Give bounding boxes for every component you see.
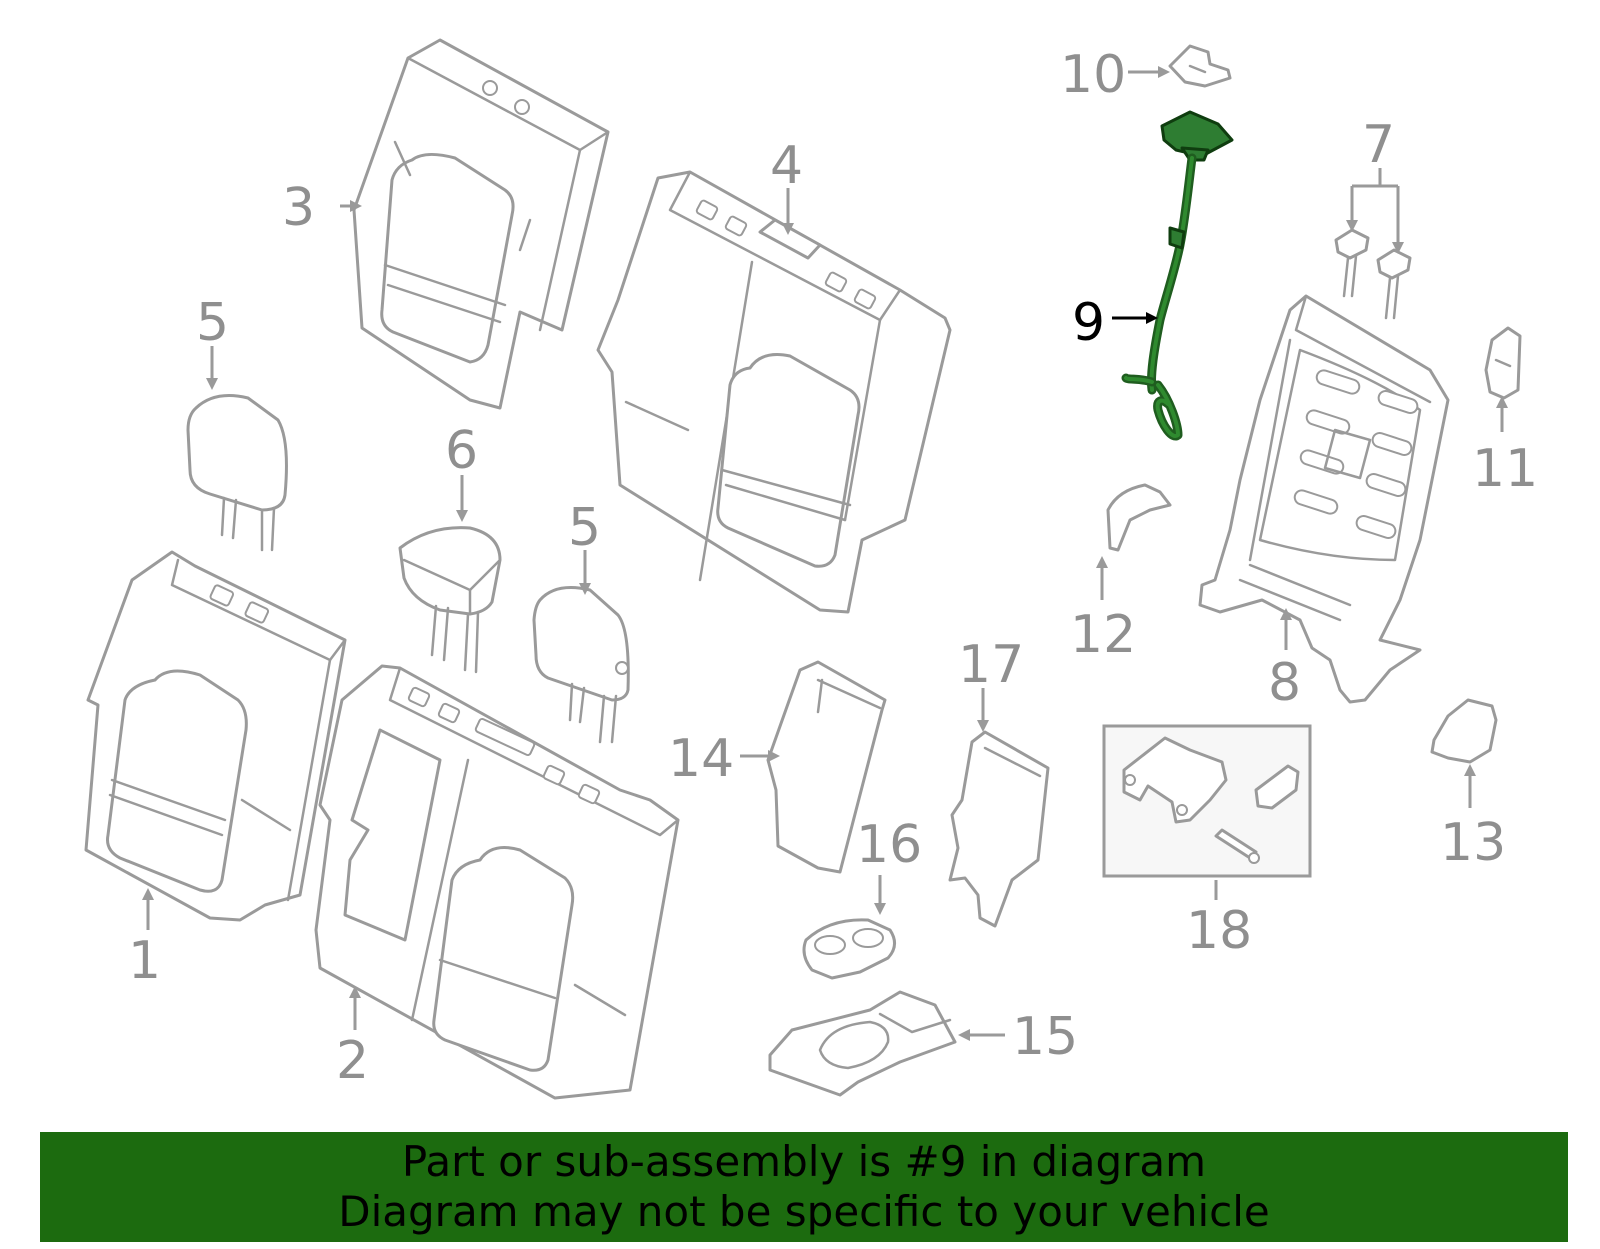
svg-text:5: 5: [196, 293, 229, 353]
svg-text:18: 18: [1186, 901, 1252, 961]
callout-12: 12: [1070, 556, 1136, 665]
svg-text:10: 10: [1060, 45, 1126, 105]
part-5-headrest-right[interactable]: [532, 586, 630, 744]
part-2-seatback-cover[interactable]: [314, 664, 680, 1100]
svg-text:15: 15: [1012, 1007, 1078, 1067]
svg-text:7: 7: [1362, 115, 1395, 175]
banner-line-1: Part or sub-assembly is #9 in diagram: [401, 1137, 1207, 1186]
info-banner: Part or sub-assembly is #9 in diagram Di…: [40, 1132, 1568, 1242]
callout-3: 3: [282, 178, 362, 238]
part-4-seatback-frame[interactable]: [596, 170, 952, 614]
part-18-hardware-kit[interactable]: [1102, 724, 1312, 878]
part-17-side-panel[interactable]: [948, 730, 1050, 928]
svg-text:5: 5: [568, 498, 601, 558]
part-1-seatback-cover[interactable]: [84, 550, 347, 922]
svg-text:14: 14: [668, 729, 734, 789]
callout-6: 6: [445, 421, 478, 522]
banner-line-2: Diagram may not be specific to your vehi…: [338, 1187, 1270, 1236]
part-14-armrest[interactable]: [766, 660, 887, 874]
callout-5-left: 5: [196, 293, 229, 390]
part-16-cup-holder[interactable]: [802, 918, 896, 980]
svg-text:4: 4: [770, 136, 803, 196]
parts-diagram: 1 2 3 4 5 5 6 7 8: [84, 38, 1538, 1100]
part-7-bolts[interactable]: [1334, 228, 1412, 320]
callout-9: 9: [1072, 293, 1158, 353]
part-10-clip[interactable]: [1168, 44, 1232, 88]
part-5-headrest-left[interactable]: [186, 394, 288, 552]
callout-2: 2: [336, 986, 369, 1091]
part-6-headrest-center[interactable]: [398, 526, 502, 674]
svg-text:12: 12: [1070, 605, 1136, 665]
callout-8: 8: [1268, 608, 1301, 713]
callout-16: 16: [856, 815, 922, 915]
svg-text:17: 17: [958, 635, 1024, 695]
svg-text:16: 16: [856, 815, 922, 875]
part-11-bracket[interactable]: [1484, 326, 1522, 400]
callout-7: 7: [1346, 115, 1404, 254]
callout-4: 4: [770, 136, 803, 235]
svg-text:6: 6: [445, 421, 478, 481]
callout-17: 17: [958, 635, 1024, 732]
part-3-seatback-frame[interactable]: [352, 38, 610, 410]
callout-15: 15: [958, 1007, 1078, 1067]
callout-10: 10: [1060, 45, 1170, 105]
part-15-console-tray[interactable]: [768, 990, 957, 1097]
callout-5-right: 5: [568, 498, 601, 595]
svg-text:8: 8: [1268, 653, 1301, 713]
callout-13: 13: [1440, 764, 1506, 873]
svg-text:2: 2: [336, 1031, 369, 1091]
svg-text:9: 9: [1072, 293, 1105, 353]
part-13-cover[interactable]: [1430, 698, 1498, 764]
callout-1: 1: [128, 888, 161, 991]
callout-14: 14: [668, 729, 780, 789]
svg-text:3: 3: [282, 178, 315, 238]
callout-11: 11: [1472, 396, 1538, 499]
svg-text:11: 11: [1472, 439, 1538, 499]
part-8-seatback-frame[interactable]: [1198, 294, 1450, 704]
part-9-cable-assembly[interactable]: [1121, 110, 1234, 441]
part-12-trim[interactable]: [1106, 483, 1172, 552]
svg-text:1: 1: [128, 931, 161, 991]
callout-18: 18: [1186, 880, 1252, 961]
svg-text:13: 13: [1440, 813, 1506, 873]
